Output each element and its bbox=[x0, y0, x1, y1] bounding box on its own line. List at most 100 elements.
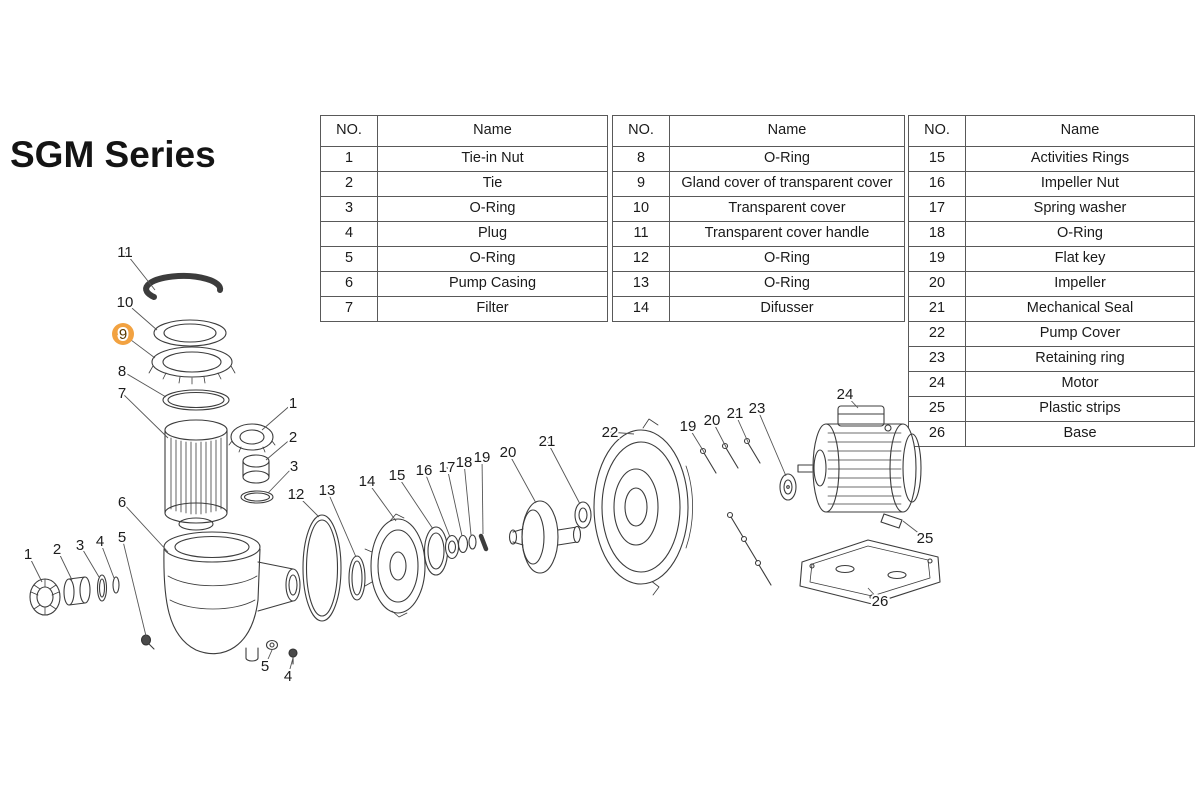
leader-line bbox=[267, 465, 295, 494]
callout-highlight bbox=[112, 323, 134, 345]
part-impeller-nut bbox=[444, 534, 460, 560]
part-oring-left bbox=[96, 574, 108, 602]
page-title: SGM Series bbox=[10, 134, 216, 175]
header-cell: Name bbox=[669, 115, 905, 147]
callout-23: 23 bbox=[749, 400, 766, 417]
part-name-cell: Tie-in Nut bbox=[377, 146, 608, 172]
callout-15: 15 bbox=[389, 467, 406, 484]
callout-20: 20 bbox=[704, 412, 721, 429]
callout-21: 21 bbox=[539, 433, 556, 450]
part-number-cell: 13 bbox=[612, 271, 670, 297]
callout-4: 4 bbox=[96, 533, 104, 550]
part-number-cell: 23 bbox=[908, 346, 966, 372]
leader-line bbox=[756, 407, 787, 477]
part-name-cell: Tie bbox=[377, 171, 608, 197]
callout-3: 3 bbox=[76, 537, 84, 554]
part-transparent-cover bbox=[153, 319, 227, 347]
leader-line bbox=[121, 370, 167, 398]
leader-line bbox=[867, 587, 881, 602]
part-name-cell: Spring washer bbox=[965, 196, 1195, 222]
part-number-cell: 19 bbox=[908, 246, 966, 272]
part-impeller bbox=[508, 500, 582, 574]
part-oring-8 bbox=[162, 389, 230, 411]
callout-20: 20 bbox=[500, 444, 517, 461]
part-motor bbox=[797, 405, 922, 513]
leader-line bbox=[124, 251, 156, 291]
leader-line bbox=[27, 553, 43, 583]
part-number-cell: 17 bbox=[908, 196, 966, 222]
part-plug-bottom-4 bbox=[288, 648, 298, 665]
part-name-cell: O-Ring bbox=[669, 271, 905, 297]
leader-line bbox=[121, 501, 169, 553]
callout-26: 26 bbox=[872, 593, 889, 610]
leader-line bbox=[124, 301, 158, 331]
leader-line bbox=[287, 657, 294, 677]
callout-2: 2 bbox=[289, 429, 297, 446]
part-name-cell: Transparent cover bbox=[669, 196, 905, 222]
callout-18: 18 bbox=[456, 454, 473, 471]
part-number-cell: 20 bbox=[908, 271, 966, 297]
part-gland-cover bbox=[148, 346, 236, 385]
part-name-cell: Filter bbox=[377, 296, 608, 322]
callout-1: 1 bbox=[24, 546, 32, 563]
part-screws bbox=[699, 437, 772, 586]
callout-7: 7 bbox=[118, 385, 126, 402]
part-sleeve bbox=[63, 576, 91, 606]
part-small-oring-4 bbox=[112, 576, 120, 594]
callout-11: 11 bbox=[117, 244, 133, 261]
callout-12: 12 bbox=[288, 486, 305, 503]
leader-line bbox=[609, 431, 635, 435]
part-tie-in-nut bbox=[228, 423, 276, 453]
part-name-cell: Flat key bbox=[965, 246, 1195, 272]
callout-8: 8 bbox=[118, 363, 126, 380]
callout-16: 16 bbox=[416, 462, 433, 479]
leader-line bbox=[734, 412, 749, 443]
leader-line bbox=[463, 461, 472, 536]
header-cell: NO. bbox=[320, 115, 378, 147]
part-pump-casing bbox=[163, 531, 301, 662]
part-spring-washer bbox=[457, 534, 469, 554]
part-name-cell: O-Ring bbox=[669, 246, 905, 272]
part-activities-ring bbox=[423, 526, 449, 576]
callout-10: 10 bbox=[117, 294, 134, 311]
part-filter bbox=[164, 419, 228, 531]
leader-line bbox=[446, 466, 463, 537]
callout-24: 24 bbox=[837, 386, 854, 403]
part-name-cell: O-Ring bbox=[669, 146, 905, 172]
part-name-cell: Difusser bbox=[669, 296, 905, 322]
table-header-row: NO.Name bbox=[612, 115, 905, 147]
part-name-cell: Gland cover of transparent cover bbox=[669, 171, 905, 197]
leader-line bbox=[902, 520, 926, 539]
part-plug-5 bbox=[140, 634, 155, 650]
leader-line bbox=[99, 540, 115, 579]
part-diffuser bbox=[364, 513, 426, 618]
callout-25: 25 bbox=[917, 530, 934, 547]
leader-line bbox=[264, 649, 273, 667]
callout-14: 14 bbox=[359, 473, 376, 490]
callout-19: 19 bbox=[680, 418, 697, 435]
part-oring-12 bbox=[302, 514, 342, 622]
leader-line bbox=[546, 440, 581, 505]
leader-line bbox=[121, 392, 169, 439]
callout-13: 13 bbox=[319, 482, 336, 499]
callout-21: 21 bbox=[727, 405, 744, 422]
leader-line bbox=[261, 402, 294, 431]
leader-line bbox=[423, 469, 451, 538]
leader-line bbox=[507, 451, 537, 504]
leader-line bbox=[56, 548, 73, 581]
leader-line bbox=[295, 493, 320, 518]
